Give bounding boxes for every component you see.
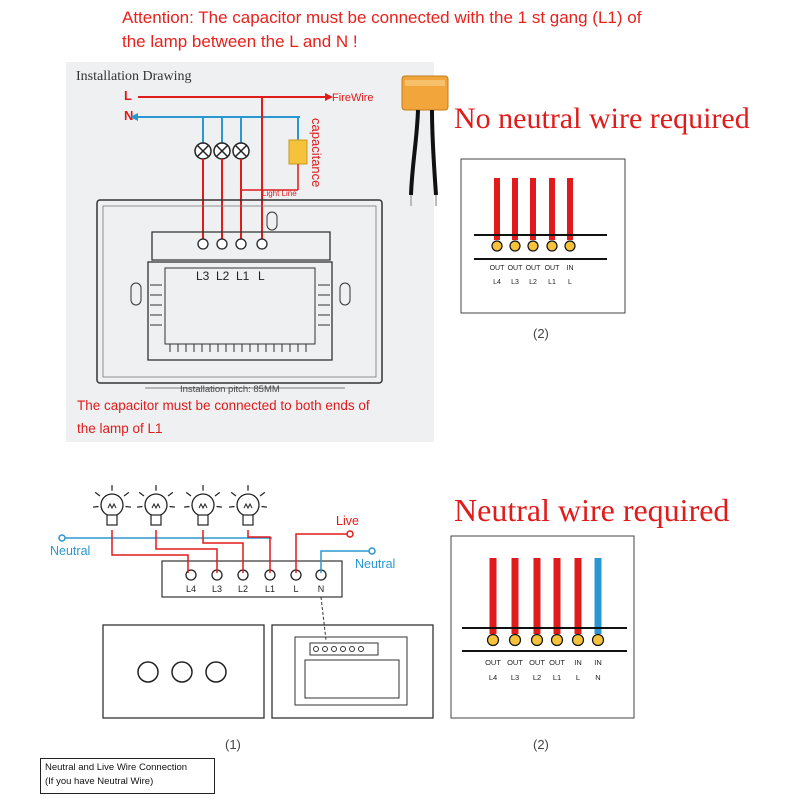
caption-2a: (2) [533,326,549,341]
terminal-screw [527,240,539,252]
terminal-wire [533,558,541,634]
terminal-label: L [258,269,265,283]
out-label: OUT [526,265,542,272]
terminal-wire [549,178,555,240]
terminal-screw [550,633,564,647]
terminal-label: L [568,279,572,286]
switch-back-outline [96,199,383,384]
label-L: L [124,88,132,103]
live-label: Live [336,514,359,528]
touch-button [205,661,227,683]
terminal-screw [491,240,503,252]
no-neutral-box [460,158,626,314]
terminal-label: L3 [196,269,210,283]
terminal-wire [574,558,582,634]
neutral-box [450,535,635,719]
note-line-2: (If you have Neutral Wire) [45,776,154,787]
switch-back-panel [271,624,434,719]
neutral-live-note: Neutral and Live Wire Connection (If you… [40,758,215,794]
terminal-screw [591,633,605,647]
strip-terminal-label: L4 [186,584,196,594]
terminal-label: L3 [511,279,519,286]
strip-terminal-label: L2 [238,584,248,594]
out-label: OUT [545,265,561,272]
terminal-screw [486,633,500,647]
light-bulb-icon [184,485,222,526]
terminal-label: L1 [236,269,250,283]
terminal-screw [509,240,521,252]
label-N: N [124,108,133,123]
light-bulb-icon [229,485,267,526]
terminal-wire [489,558,497,634]
terminal-screw [564,240,576,252]
strip-terminal-label: L [293,584,298,594]
terminal-screw [530,633,544,647]
terminal-wire [594,558,602,634]
out-label: OUT [549,658,565,667]
terminal-label: L1 [553,673,561,682]
lamp-icon [213,142,231,160]
firewire-label: FireWire [332,92,374,104]
light-line-label: Light Line [262,189,297,198]
out-label: OUT [507,658,523,667]
terminal-wire [567,178,573,240]
strip-terminal-label: L3 [212,584,222,594]
out-label: IN [594,658,602,667]
out-label: OUT [529,658,545,667]
terminal-label: N [595,673,600,682]
lamp-icon [194,142,212,160]
terminal-wire [553,558,561,634]
terminal-wire [511,558,519,634]
strip-terminal-label: L1 [265,584,275,594]
terminal-label: L [576,673,580,682]
installation-title: Installation Drawing [76,69,191,84]
terminal-label: L1 [548,279,556,286]
out-label: IN [574,658,582,667]
terminal-wire [494,178,500,240]
switch-front-panel [102,624,265,719]
lamp-icon [232,142,250,160]
out-label: OUT [490,265,506,272]
neutral-required-title: Neutral wire required [454,492,730,528]
light-bulb-icon [137,485,175,526]
neutral-label-right: Neutral [355,557,395,571]
terminal-label: L4 [493,279,501,286]
out-label: OUT [508,265,524,272]
housing-fins [150,284,330,352]
out-label: OUT [485,658,501,667]
strip-terminal-label: N [318,584,325,594]
no-neutral-title: No neutral wire required [454,102,750,135]
terminal-block [151,231,331,261]
light-bulb-icon [93,485,131,526]
terminal-label: L2 [533,673,541,682]
installation-panel [66,62,434,442]
terminal-label: L4 [489,673,497,682]
attention-text: Attention: The capacitor must be connect… [122,8,642,51]
terminal-screw [546,240,558,252]
caption-1: (1) [225,737,241,752]
caption-2b: (2) [533,737,549,752]
terminal-wire [530,178,536,240]
terminal-label: L3 [511,673,519,682]
neutral-label-left: Neutral [50,544,90,558]
terminal-screw [508,633,522,647]
capacitor-image [401,75,449,206]
out-label: IN [567,265,574,272]
capacitor-symbol [288,139,308,165]
capacitor-note-2: the lamp of L1 [77,421,163,436]
capacitance-label: capacitance [309,118,324,187]
touch-button [171,661,193,683]
arrow-L [325,93,333,101]
terminal-wire [512,178,518,240]
terminal-label: L2 [216,269,230,283]
capacitor-note-1: The capacitor must be connected to both … [77,398,370,413]
arrow-N [130,113,138,121]
terminal-screw [571,633,585,647]
terminal-label: L2 [529,279,537,286]
installation-pitch: Installation pitch: 85MM [180,384,280,395]
switch-housing [147,261,333,361]
note-line-1: Neutral and Live Wire Connection [45,762,188,773]
touch-button [137,661,159,683]
